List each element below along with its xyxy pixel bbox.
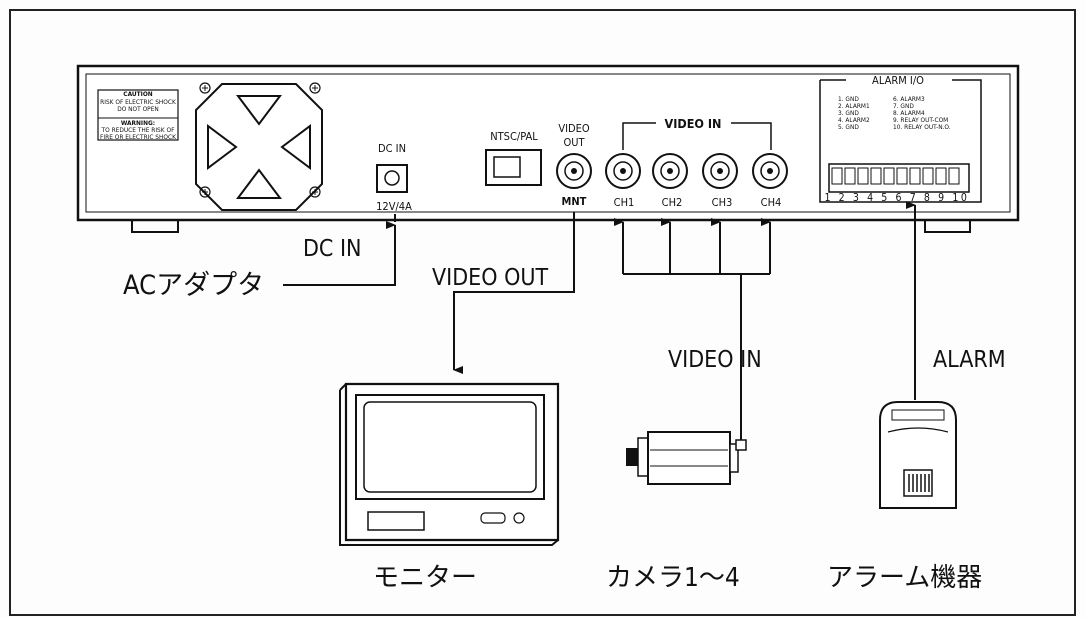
pin-10: 10. RELAY OUT-N.O. — [893, 123, 951, 131]
video-in-panel-label: VIDEO IN — [665, 116, 722, 131]
pin-5: 5. GND — [838, 123, 859, 131]
camera-label: カメラ1～4 — [606, 563, 740, 593]
alarm-io-block: ALARM I/O 1. GND 2. ALARM1 3. GND 4. ALA… — [819, 74, 982, 204]
pin-6: 6. ALARM3 — [893, 95, 925, 103]
alarm-io-title: ALARM I/O — [872, 74, 924, 87]
caution-title: CAUTION — [123, 90, 152, 98]
video-in-cable — [614, 218, 771, 440]
ntsc-pal-switch: NTSC/PAL — [485, 130, 542, 186]
pin-4: 4. ALARM2 — [838, 116, 870, 124]
ch2-label: CH2 — [662, 196, 683, 209]
warning-line-2: FIRE OR ELECTRIC SHOCK — [100, 133, 176, 141]
fan-icon — [195, 82, 323, 211]
monitor-icon — [339, 382, 560, 546]
video-in-label: VIDEO IN — [668, 347, 762, 373]
caution-line-2: DO NOT OPEN — [117, 105, 159, 113]
terminal-numbers: 1 2 3 4 5 6 7 8 9 10 — [824, 192, 969, 204]
dc-in-label: DC IN — [303, 236, 362, 262]
alarm-device-label: アラーム機器 — [827, 563, 982, 593]
caution-label: CAUTION RISK OF ELECTRIC SHOCK DO NOT OP… — [97, 89, 179, 141]
pin-9: 9. RELAY OUT-COM — [893, 116, 948, 124]
pin-1: 1. GND — [838, 95, 859, 103]
mnt-label: MNT — [562, 195, 587, 208]
video-out-cable — [453, 212, 575, 374]
ch4-connector: CH4 — [752, 153, 788, 209]
dvr-foot-right — [924, 220, 971, 233]
dc-in-jack: DC IN 12V/4A — [376, 142, 412, 213]
outer-frame — [9, 9, 1076, 616]
ch3-label: CH3 — [712, 196, 733, 209]
ntsc-pal-label: NTSC/PAL — [490, 130, 538, 143]
ac-adapter-label: ACアダプタ — [123, 270, 264, 301]
dc-in-rating: 12V/4A — [376, 200, 412, 213]
dvr-unit: CAUTION RISK OF ELECTRIC SHOCK DO NOT OP… — [76, 64, 1020, 233]
alarm-device-icon — [879, 401, 957, 509]
warning-title: WARNING: — [121, 119, 155, 127]
video-out-label: VIDEO OUT — [432, 265, 549, 291]
alarm-label: ALARM — [933, 347, 1006, 373]
ch2-connector: CH2 — [652, 153, 688, 209]
video-in-bracket: VIDEO IN — [622, 116, 772, 150]
dvr-inner-border — [85, 73, 1011, 213]
video-out-panel-label-2: OUT — [563, 136, 585, 149]
monitor-label: モニター — [373, 563, 477, 593]
pin-3: 3. GND — [838, 109, 859, 117]
ch4-label: CH4 — [761, 196, 782, 209]
dvr-foot-left — [131, 220, 179, 233]
ch1-label: CH1 — [614, 196, 635, 209]
pin-2: 2. ALARM1 — [838, 102, 870, 110]
pin-8: 8. ALARM4 — [893, 109, 925, 117]
warning-line-1: TO REDUCE THE RISK OF — [101, 126, 176, 134]
video-out-connector: VIDEO OUT MNT — [556, 122, 592, 208]
pin-7: 7. GND — [893, 102, 914, 110]
video-out-panel-label-1: VIDEO — [558, 122, 590, 135]
dc-in-cable — [283, 214, 396, 286]
dvr-back-panel — [76, 64, 1020, 222]
dc-in-panel-label: DC IN — [378, 142, 406, 155]
ch3-connector: CH3 — [702, 153, 738, 209]
terminal-screws — [831, 167, 960, 185]
camera-icon — [626, 431, 747, 485]
caution-line-1: RISK OF ELECTRIC SHOCK — [100, 98, 176, 106]
ch1-connector: CH1 — [605, 153, 641, 209]
